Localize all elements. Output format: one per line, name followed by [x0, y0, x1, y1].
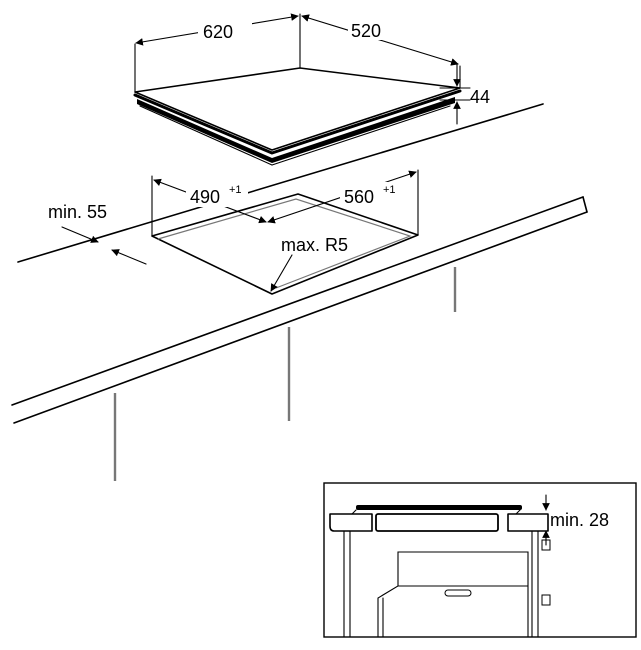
worktop: [11, 103, 588, 481]
label-cutout-width-tolerance: +1: [383, 184, 396, 196]
inset-worktop-left: [329, 513, 373, 532]
label-cutout-depth-tolerance: +1: [229, 184, 242, 196]
hob-body-line: [139, 105, 273, 166]
label-cutout-width: 560: [344, 187, 374, 207]
hob-body-line-2: [271, 105, 451, 166]
label-front-clearance: min. 55: [48, 202, 107, 222]
label-hob-height: 44: [470, 87, 490, 107]
hob-edge: [133, 89, 462, 155]
inset-oven-handle: [444, 589, 472, 597]
worktop-front-edge-top: [11, 196, 584, 406]
hob-top-surface: [134, 67, 461, 151]
inset-hob-body: [375, 513, 499, 532]
inset-hob-glass: [356, 505, 522, 510]
label-inset-clearance: min. 28: [550, 510, 609, 530]
label-cutout-depth: 490: [190, 187, 220, 207]
inset-oven: [377, 551, 529, 638]
hob-dimensions: 620 520 44: [134, 13, 490, 125]
label-hob-depth: 520: [351, 21, 381, 41]
worktop-side-edge: [582, 196, 588, 213]
cutout-dimensions: 490 +1 560 +1 max. R5 min. 55: [48, 169, 419, 292]
radius-leader: [270, 254, 293, 292]
front-clearance-arrow-bottom: [111, 249, 147, 265]
hob-body-side: [137, 97, 455, 163]
label-hob-width: 620: [203, 22, 233, 42]
inset-detail: min. 28: [323, 482, 637, 638]
label-corner-radius: max. R5: [281, 235, 348, 255]
hob: [133, 67, 462, 166]
worktop-front-edge-bottom: [13, 211, 588, 424]
front-clearance-arrow-top: [61, 226, 99, 243]
